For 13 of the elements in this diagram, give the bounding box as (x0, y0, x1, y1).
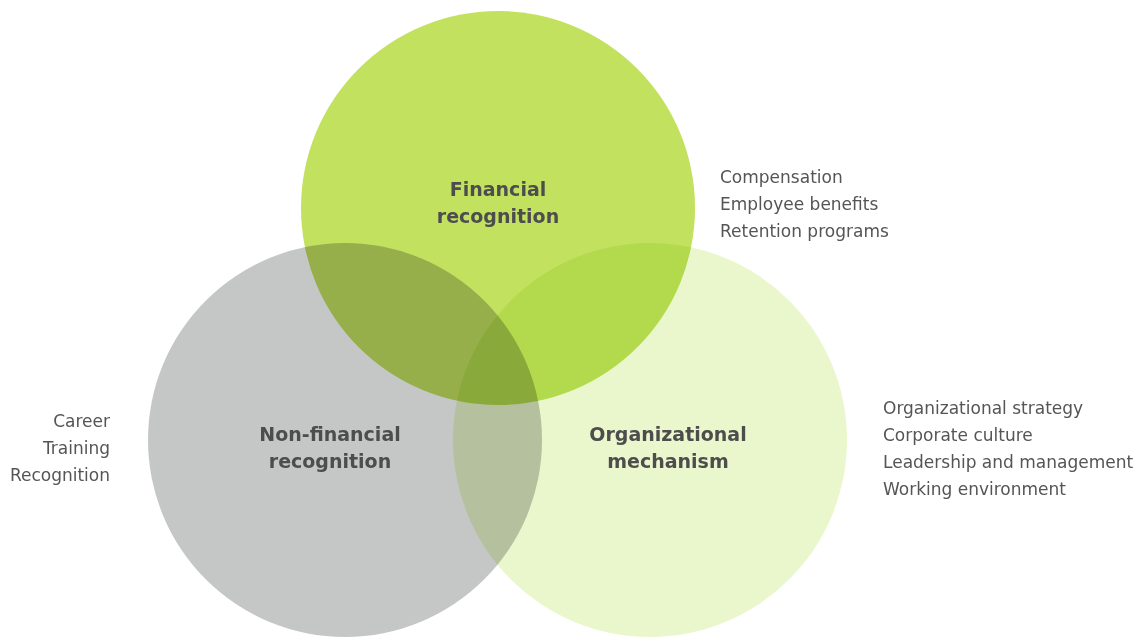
list-item: Compensation (720, 166, 843, 189)
list-item: Working environment (883, 478, 1066, 501)
list-item: Organizational strategy (883, 397, 1084, 420)
circle-label: Non-financial recognition (258, 422, 402, 474)
circle-label: Organizational mechanism (588, 422, 748, 474)
list-item: Corporate culture (883, 424, 1033, 447)
list-item: Recognition (9, 464, 110, 487)
list-item: Leadership and management (883, 451, 1134, 474)
list-item: Employee benefits (720, 193, 879, 216)
list-item: Retention programs (720, 220, 889, 243)
list-item: Career (53, 410, 110, 433)
list-item: Training (42, 437, 110, 460)
circle-label: Financial recognition (435, 177, 561, 229)
